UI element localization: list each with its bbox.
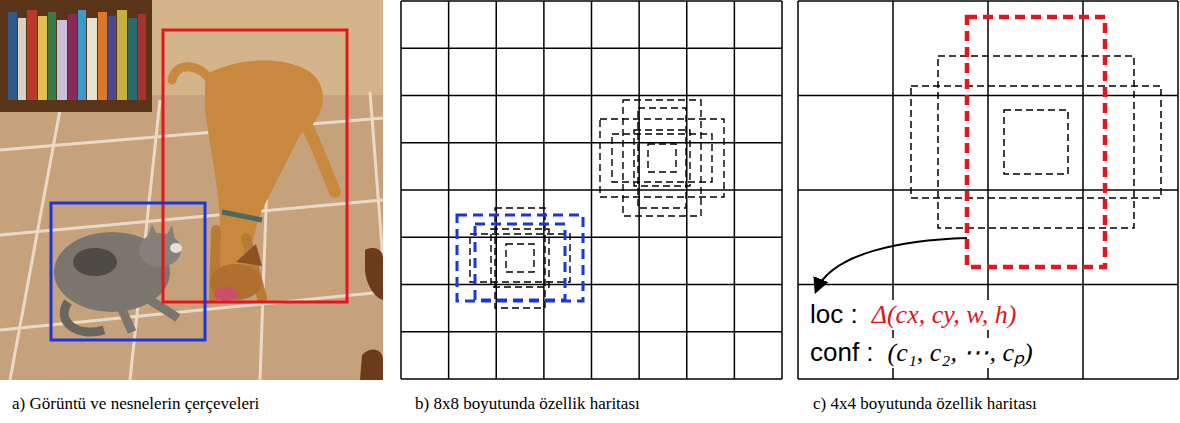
default-box: [600, 119, 724, 197]
default-box: [638, 108, 686, 208]
default-box: [911, 86, 1161, 198]
grid-line: [1082, 1, 1084, 379]
grid-line: [1177, 1, 1179, 379]
output-name: loc :: [808, 300, 860, 330]
default-boxes: [457, 17, 1161, 308]
grid-line: [401, 331, 782, 333]
grid-line: [798, 378, 1178, 380]
books: [8, 10, 146, 100]
output-name: conf :: [808, 338, 876, 368]
panel-caption: c) 4x4 boyutunda özellik haritası: [813, 394, 1037, 414]
default-box: [612, 134, 712, 182]
leader-arrow: [816, 238, 967, 291]
cat-box: [51, 203, 205, 340]
default-box: [967, 17, 1105, 267]
default-box: [623, 100, 701, 216]
object: [360, 350, 383, 380]
dog: [172, 61, 335, 301]
location-offsets: Δ(cx, cy, w, h): [870, 300, 1019, 330]
dog-box: [163, 30, 347, 302]
default-box: [470, 234, 570, 282]
class-confidences: (c₁, c₂, ⋯, cₚ): [886, 338, 1035, 368]
default-box: [457, 215, 583, 301]
panel-caption: b) 8x8 boyutunda özellik haritası: [415, 394, 640, 414]
default-box: [475, 224, 565, 300]
bookshelf: [0, 0, 152, 112]
grid-line: [734, 1, 736, 379]
grid-line: [686, 1, 688, 379]
grid-line: [798, 189, 1178, 191]
floor-tiles: [0, 92, 383, 380]
panel-caption: a) Görüntü ve nesnelerin çerçeveleri: [12, 394, 259, 414]
floor: [0, 0, 383, 380]
photo: [0, 0, 383, 380]
grid-line: [401, 378, 782, 380]
grid-line: [401, 189, 782, 191]
feature-map-8x8: [401, 1, 782, 379]
object: [365, 248, 383, 300]
default-box: [495, 208, 545, 308]
default-box: [1004, 110, 1068, 174]
grid-line: [798, 284, 1178, 286]
default-box: [506, 244, 534, 272]
feature-map-4x4: [798, 1, 1178, 379]
default-box: [491, 229, 549, 287]
grid-line: [781, 1, 783, 379]
default-box: [648, 144, 676, 172]
default-box: [634, 130, 690, 186]
